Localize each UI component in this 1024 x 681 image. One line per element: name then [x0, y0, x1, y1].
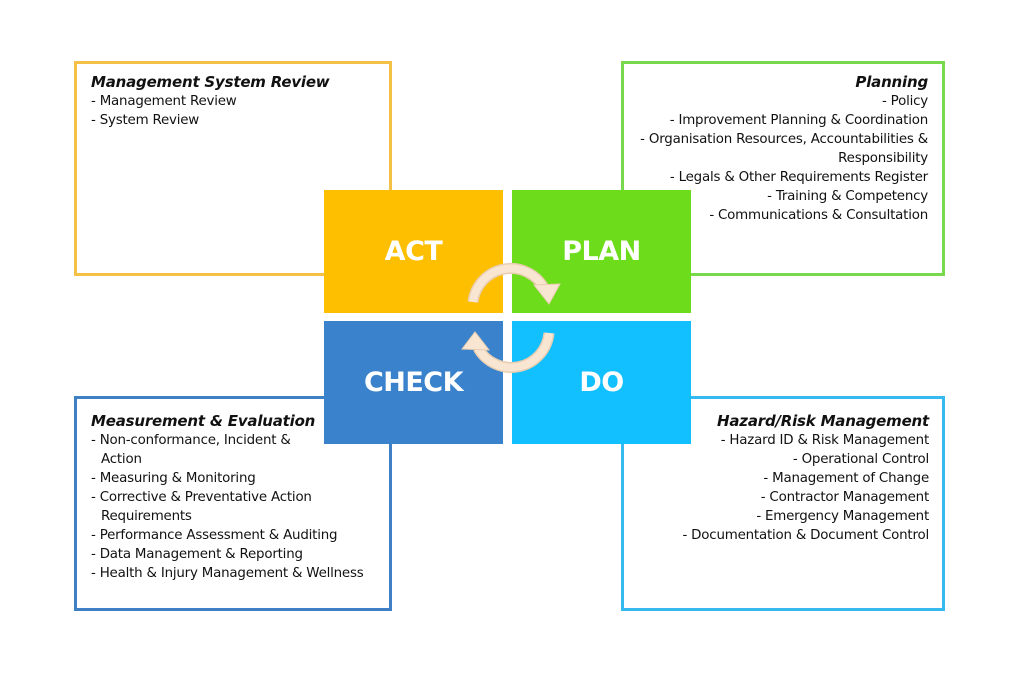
- list-item: - Organisation Resources, Accountabiliti…: [640, 132, 928, 147]
- list-item: - Measuring & Monitoring: [91, 471, 256, 486]
- list-item: - Contractor Management: [760, 490, 929, 505]
- box-title: Management System Review: [91, 73, 330, 91]
- list-item: - Health & Injury Management & Wellness: [91, 566, 364, 581]
- list-item: - Operational Control: [792, 452, 929, 467]
- list-item: - Non-conformance, Incident &: [91, 433, 291, 448]
- act-label: ACT: [384, 236, 443, 267]
- list-item: - Management Review: [91, 94, 237, 109]
- list-item: - System Review: [91, 113, 200, 128]
- box-title: Measurement & Evaluation: [91, 412, 316, 430]
- list-item: Action: [101, 452, 142, 467]
- list-item: - Communications & Consultation: [709, 208, 928, 223]
- do-quadrant: DO: [512, 321, 691, 444]
- box-title: Planning: [855, 73, 928, 91]
- cycle-arrow-top-icon: [467, 262, 561, 305]
- management-system-review-box: Management System Review - Management Re…: [74, 61, 392, 276]
- list-item: - Corrective & Preventative Action: [91, 490, 312, 505]
- list-item: Requirements: [101, 509, 192, 524]
- list-item: - Improvement Planning & Coordination: [669, 113, 928, 128]
- list-item: - Emergency Management: [756, 509, 929, 524]
- do-label: DO: [579, 367, 624, 398]
- plan-label: PLAN: [562, 236, 641, 267]
- list-item: - Training & Competency: [767, 189, 928, 204]
- list-item: - Hazard ID & Risk Management: [720, 433, 929, 448]
- list-item: Responsibility: [838, 151, 928, 166]
- list-item: - Performance Assessment & Auditing: [91, 528, 338, 543]
- check-label: CHECK: [363, 367, 464, 398]
- list-item: - Legals & Other Requirements Register: [669, 170, 928, 185]
- measurement-evaluation-box: Measurement & Evaluation - Non-conforman…: [74, 396, 392, 611]
- list-item: - Policy: [881, 94, 928, 109]
- cycle-arrow-bottom-icon: [461, 331, 555, 373]
- list-item: - Management of Change: [763, 471, 929, 486]
- list-item: - Data Management & Reporting: [91, 547, 303, 562]
- box-title: Hazard/Risk Management: [717, 412, 929, 430]
- list-item: - Documentation & Document Control: [682, 528, 929, 543]
